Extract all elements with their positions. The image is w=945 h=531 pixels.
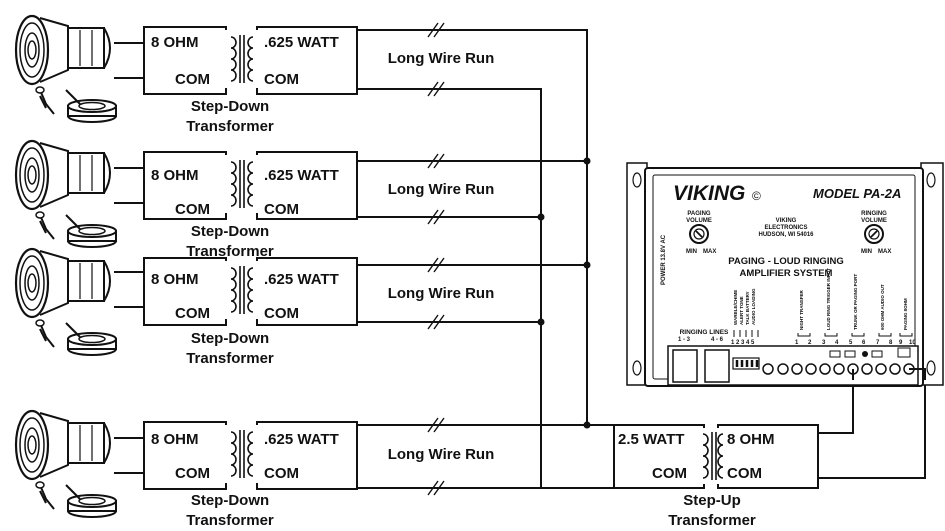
- terminal-group-label: PAGING 8OHM: [903, 298, 908, 330]
- step-up-left-label: 2.5 WATT: [618, 431, 684, 448]
- wire-run-label: Long Wire Run: [388, 181, 495, 198]
- model-label: MODEL PA-2A: [813, 186, 901, 201]
- terminal-group-label: LOUD RING TRIGGER INPUT: [826, 268, 831, 330]
- primary-com-label: COM: [175, 305, 210, 322]
- dip-label: AUDIO LOADING: [751, 288, 756, 325]
- transformer-primary-box: [143, 421, 227, 490]
- max-label: MAX: [878, 249, 891, 255]
- transformer-primary-box: [143, 151, 227, 220]
- terminal-number: 8: [889, 340, 893, 346]
- dip-numbers: 1 2 3 4 5: [731, 340, 755, 346]
- terminal-number: 5: [849, 340, 853, 346]
- system-title: AMPLIFIER SYSTEM: [740, 268, 833, 279]
- primary-com-label: COM: [175, 71, 210, 88]
- transformer-caption: Transformer: [186, 118, 274, 135]
- company-address: HUDSON, WI 54016: [758, 232, 814, 238]
- horn-speaker-icon: [14, 14, 118, 124]
- terminal-number: 4: [835, 340, 839, 346]
- primary-label: 8 OHM: [151, 167, 199, 184]
- secondary-label: .625 WATT: [264, 34, 339, 51]
- secondary-label: .625 WATT: [264, 431, 339, 448]
- speaker-row: 8 OHM COM .625 WATT COM Step-Down Transf…: [14, 139, 591, 260]
- max-label: MAX: [703, 249, 716, 255]
- transformer-caption: Step-Up: [683, 492, 741, 509]
- min-label: MIN: [686, 249, 697, 255]
- company-name: ELECTRONICS: [764, 225, 807, 231]
- transformer-secondary-box: [256, 26, 358, 95]
- primary-label: 8 OHM: [151, 271, 199, 288]
- terminal-group-label: NIGHT TRANSFER: [799, 290, 804, 330]
- transformer-secondary-box: [256, 257, 358, 326]
- terminal-number: 2: [808, 340, 812, 346]
- secondary-label: .625 WATT: [264, 271, 339, 288]
- speaker-row: 8 OHM COM .625 WATT COM Step-Down Transf…: [14, 247, 591, 367]
- primary-com-label: COM: [175, 465, 210, 482]
- wire-run-label: Long Wire Run: [388, 285, 495, 302]
- transformer-secondary-box: [256, 151, 358, 220]
- transformer-caption: Transformer: [186, 350, 274, 367]
- brand-logo: VIKING: [673, 182, 745, 205]
- brand-mark: ©: [752, 189, 761, 203]
- step-up-transformer: 2.5 WATT COM 8 OHM COM Step-Up Transform…: [541, 380, 926, 529]
- min-label: MIN: [861, 249, 872, 255]
- dip-label: ALERT TONE: [739, 296, 744, 325]
- screw-terminal-strip: [762, 363, 915, 375]
- transformer-secondary-box: [256, 421, 358, 490]
- paging-volume-label: PAGING: [687, 211, 711, 217]
- secondary-com-label: COM: [264, 71, 299, 88]
- dip-label: TALK BATTERY: [745, 291, 750, 325]
- transformer-caption: Transformer: [668, 512, 756, 529]
- terminal-number: 1: [795, 340, 799, 346]
- ringing-lines-right: 4 - 6: [711, 337, 724, 343]
- step-up-right-label: 8 OHM: [727, 431, 775, 448]
- transformer-caption: Step-Down: [191, 98, 269, 115]
- speaker-row: 8 OHM COM .625 WATT COM Step-Down Transf…: [14, 409, 587, 529]
- primary-label: 8 OHM: [151, 431, 199, 448]
- terminal-number: 7: [876, 340, 880, 346]
- transformer-caption: Step-Down: [191, 223, 269, 240]
- rj-jack-ringing-4-6[interactable]: [704, 349, 730, 383]
- terminal-group-label: TRUNK OR PAGING PORT: [853, 274, 858, 330]
- horn-speaker-icon: [14, 247, 118, 357]
- paging-output-wire: [852, 368, 926, 380]
- system-title: PAGING - LOUD RINGING: [728, 256, 843, 267]
- ringing-lines-label: RINGING LINES: [680, 329, 729, 336]
- secondary-com-label: COM: [264, 465, 299, 482]
- wire-run-label: Long Wire Run: [388, 446, 495, 463]
- horn-speaker-icon: [14, 139, 118, 249]
- paging-volume-label: VOLUME: [686, 218, 712, 224]
- ringing-volume-label: VOLUME: [861, 218, 887, 224]
- transformer-caption: Transformer: [186, 512, 274, 529]
- terminal-number: 10: [909, 340, 916, 346]
- primary-label: 8 OHM: [151, 34, 199, 51]
- transformer-caption: Transformer: [186, 243, 274, 260]
- terminal-number: 6: [862, 340, 866, 346]
- transformer-caption: Step-Down: [191, 330, 269, 347]
- ringing-lines-left: 1 - 3: [678, 337, 691, 343]
- terminal-number: 3: [822, 340, 826, 346]
- secondary-com-label: COM: [264, 201, 299, 218]
- primary-com-label: COM: [175, 201, 210, 218]
- step-up-left-com: COM: [652, 465, 687, 482]
- transformer-caption: Step-Down: [191, 492, 269, 509]
- secondary-label: .625 WATT: [264, 167, 339, 184]
- dip-label: WARBLE/CHIME: [733, 290, 738, 325]
- terminal-number: 9: [899, 340, 903, 346]
- power-label: POWER 13.8V AC: [661, 234, 667, 285]
- ringing-volume-label: RINGING: [861, 211, 887, 217]
- rj-jack-ringing-1-3[interactable]: [672, 349, 698, 383]
- wire-run-label: Long Wire Run: [388, 50, 495, 67]
- amplifier-unit: VIKING © MODEL PA-2A PAGING VOLUME MIN M…: [626, 162, 944, 387]
- horn-speaker-icon: [14, 409, 118, 519]
- company-name: VIKING: [776, 218, 797, 224]
- secondary-com-label: COM: [264, 305, 299, 322]
- terminal-group-label: 600 OHM AUDIO OUT: [880, 284, 885, 330]
- step-up-right-com: COM: [727, 465, 762, 482]
